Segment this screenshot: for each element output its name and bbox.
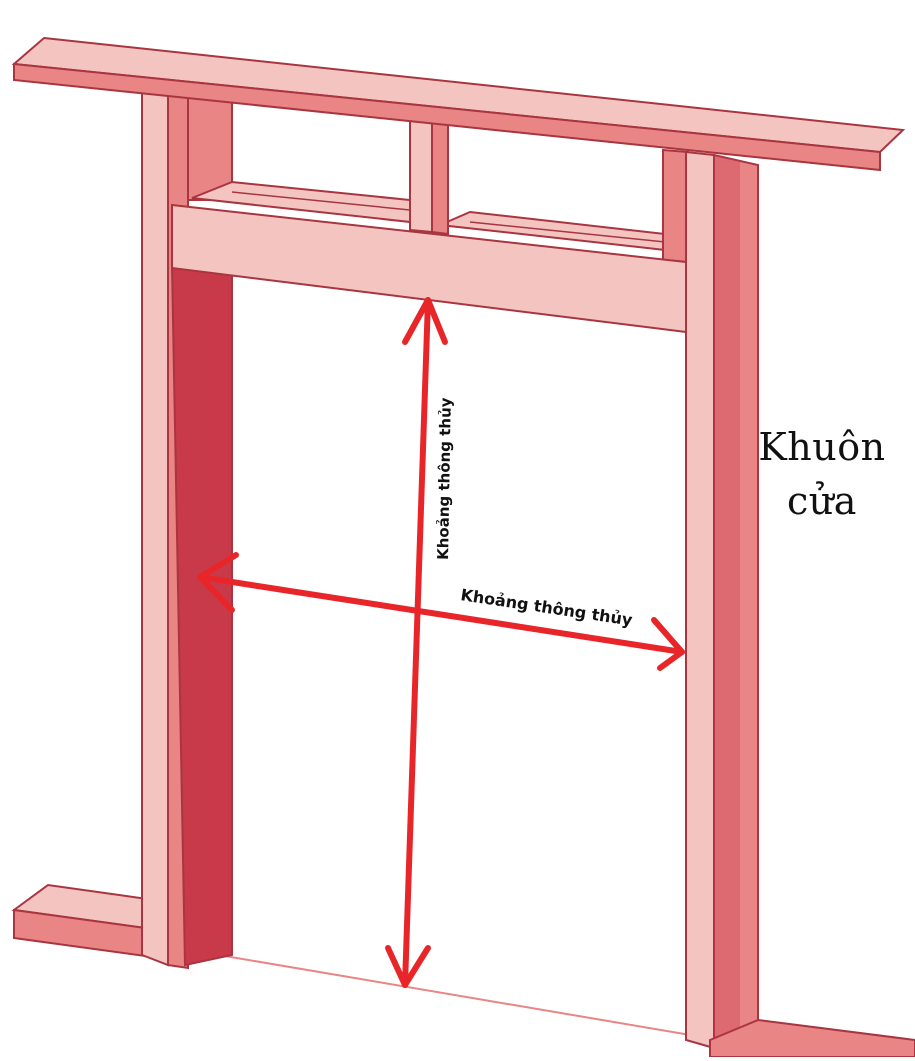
floor-line (159, 944, 721, 1041)
vertical-dimension-label: Khoảng thông thủy (434, 397, 455, 560)
vertical-dimension-arrow (385, 297, 448, 988)
door-frame-title: Khuôn cửa (742, 420, 902, 528)
center-mullion (409, 116, 449, 236)
right-post (685, 150, 759, 1050)
upper-right-stud (662, 148, 689, 264)
horizontal-dimension-arrow (197, 552, 685, 671)
transom-sills (191, 180, 666, 252)
door-frame-title-line2: cửa (787, 479, 857, 523)
bottom-plate-right (709, 1018, 915, 1058)
top-cap-plate (11, 36, 906, 172)
door-frame-title-line1: Khuôn (758, 425, 886, 469)
